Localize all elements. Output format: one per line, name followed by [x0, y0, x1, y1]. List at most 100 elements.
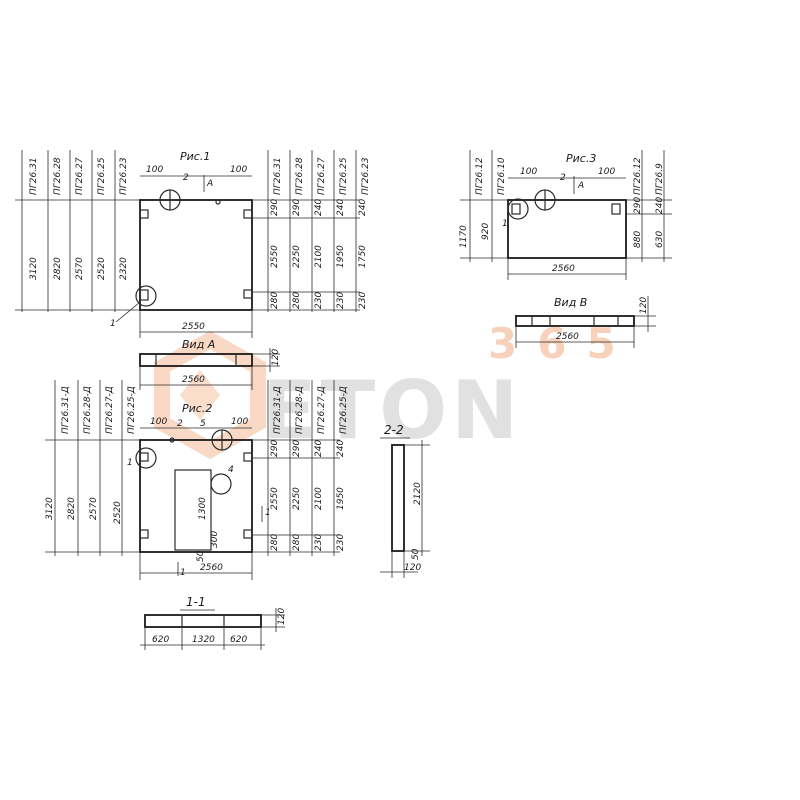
fig1-bot-4: 230 — [336, 292, 346, 309]
fig1-callout-2: 2 — [183, 173, 189, 183]
fig3-callout-1: 1 — [502, 219, 508, 229]
view-b-thickness: 120 — [639, 297, 649, 314]
fig1-embed-br-icon — [243, 289, 253, 299]
fig3-panel — [507, 199, 627, 259]
view-a-width: 2560 — [182, 375, 205, 385]
fig1-embed-circle-icon — [135, 285, 157, 307]
fig2-right-mark-3: ПГ26.27-Д — [317, 386, 327, 434]
fig2-panel — [139, 439, 253, 553]
fig1-embed-tl-icon — [139, 209, 149, 219]
section-2-2-height: 2120 — [413, 482, 423, 505]
fig2-hole-h: 1300 — [198, 497, 208, 520]
fig2-top-1: 290 — [270, 440, 280, 457]
fig3-dim-100-a: 100 — [520, 167, 537, 177]
fig1-bot-2: 280 — [292, 292, 302, 309]
view-a-slab — [139, 353, 253, 367]
fig2-mid-3: 2100 — [314, 487, 324, 510]
fig3-top-1: 290 — [633, 197, 643, 214]
fig2-left-height-2: 2820 — [67, 497, 77, 520]
fig1-caption: Рис.1 — [180, 150, 210, 163]
fig1-mark-a: A — [206, 179, 213, 189]
fig3-embed-tr-icon — [611, 203, 621, 215]
view-b: Вид В 2560 120 — [515, 296, 656, 348]
fig2-right-mark-2: ПГ26.28-Д — [295, 386, 305, 434]
fig2-top-3: 240 — [314, 440, 324, 457]
view-b-caption: Вид В — [554, 296, 587, 309]
section-2-2-caption: 2-2 — [384, 423, 404, 437]
fig2-callout-4: 4 — [228, 465, 234, 475]
fig2-bot-4: 230 — [336, 534, 346, 551]
figure-1: ПГ26.31 ПГ26.28 ПГ26.27 ПГ26.25 ПГ26.23 … — [15, 150, 371, 338]
fig2-top-4: 240 — [336, 440, 346, 457]
fig3-left-height-2: 920 — [481, 223, 491, 240]
view-b-width: 2560 — [556, 332, 579, 342]
fig2-bot-1: 280 — [270, 534, 280, 551]
section-1-1-seg3: 620 — [230, 635, 247, 645]
fig2-dim-100-b: 100 — [231, 417, 248, 427]
fig3-mark-a: A — [577, 181, 584, 191]
fig2-bot-2: 280 — [292, 534, 302, 551]
fig1-embed-tr-icon — [243, 209, 253, 219]
fig2-right-mark-4: ПГ26.25-Д — [339, 386, 349, 434]
fig3-mid-2: 630 — [655, 231, 665, 248]
watermark-logo-icon — [154, 330, 266, 460]
section-2-2-slab — [391, 444, 405, 552]
fig2-dim-100-a: 100 — [150, 417, 167, 427]
fig2-width: 2560 — [200, 563, 223, 573]
fig1-mid-4: 1950 — [336, 245, 346, 268]
fig2-callout-2: 2 — [177, 419, 183, 429]
fig2-embed-br-icon — [243, 529, 253, 539]
view-b-slab — [515, 315, 635, 327]
fig2-caption: Рис.2 — [182, 402, 212, 415]
figure-2: ПГ26.31-Д ПГ26.28-Д ПГ26.27-Д ПГ26.25-Д … — [45, 380, 349, 580]
view-a: Вид А 2560 120 — [139, 338, 281, 390]
fig1-left-height-1: 3120 — [29, 257, 39, 280]
fig1-top-4: 240 — [336, 199, 346, 216]
fig2-left-mark-3: ПГ26.27-Д — [105, 386, 115, 434]
fig3-mid-1: 880 — [633, 231, 643, 248]
fig1-mid-2: 2250 — [292, 245, 302, 268]
fig1-right-mark-1: ПГ26.31 — [273, 157, 283, 195]
fig1-top-2: 290 — [292, 199, 302, 216]
fig3-left-height-1: 1170 — [459, 225, 469, 248]
fig1-right-mark-5: ПГ26.23 — [361, 157, 371, 195]
fig1-left-height-5: 2320 — [119, 257, 129, 280]
fig2-embed-circle-icon — [135, 447, 157, 469]
fig2-embed-tr-icon — [243, 452, 253, 462]
fig3-right-mark-2: ПГ26.9 — [655, 163, 665, 195]
fig2-left-height-3: 2570 — [89, 497, 99, 520]
section-1-1-caption: 1-1 — [186, 595, 206, 609]
fig3-embed-circle-icon — [507, 198, 529, 220]
fig2-embed-door-icon — [210, 473, 232, 495]
fig1-left-height-2: 2820 — [53, 257, 63, 280]
fig1-left-mark-2: ПГ26.28 — [53, 157, 63, 195]
fig1-right-mark-4: ПГ26.25 — [339, 157, 349, 195]
section-1-1-thickness: 120 — [277, 608, 287, 625]
fig2-left-mark-1: ПГ26.31-Д — [61, 386, 71, 434]
fig3-left-mark-2: ПГ26.10 — [497, 157, 507, 195]
fig1-callout-1: 1 — [110, 319, 116, 329]
fig1-panel — [139, 199, 253, 311]
fig1-dim-100-b: 100 — [230, 165, 247, 175]
section-1-1-slab — [144, 614, 262, 628]
fig2-embed-tl-icon — [139, 452, 149, 462]
fig2-left-mark-2: ПГ26.28-Д — [83, 386, 93, 434]
fig2-small-50: 50 — [196, 550, 206, 562]
fig3-width: 2560 — [552, 264, 575, 274]
view-a-thickness: 120 — [271, 349, 281, 366]
view-a-caption: Вид А — [182, 338, 215, 351]
fig2-mid-1: 2550 — [270, 487, 280, 510]
fig2-callout-1: 1 — [127, 458, 133, 468]
watermark-brand: ETON — [262, 364, 522, 457]
fig3-left-mark-1: ПГ26.12 — [475, 157, 485, 195]
section-1-1-seg2: 1320 — [192, 635, 215, 645]
fig1-mid-3: 2100 — [314, 245, 324, 268]
section-1-1: 1-1 620 1320 620 120 — [140, 595, 287, 650]
section-1-1-seg1: 620 — [152, 635, 169, 645]
watermark: ETON 365 — [154, 319, 616, 460]
fig3-dim-100-b: 100 — [598, 167, 615, 177]
section-2-2: 2-2 2120 50 120 — [380, 423, 430, 578]
fig2-left-height-1: 3120 — [45, 497, 55, 520]
fig2-door-opening — [174, 469, 212, 551]
